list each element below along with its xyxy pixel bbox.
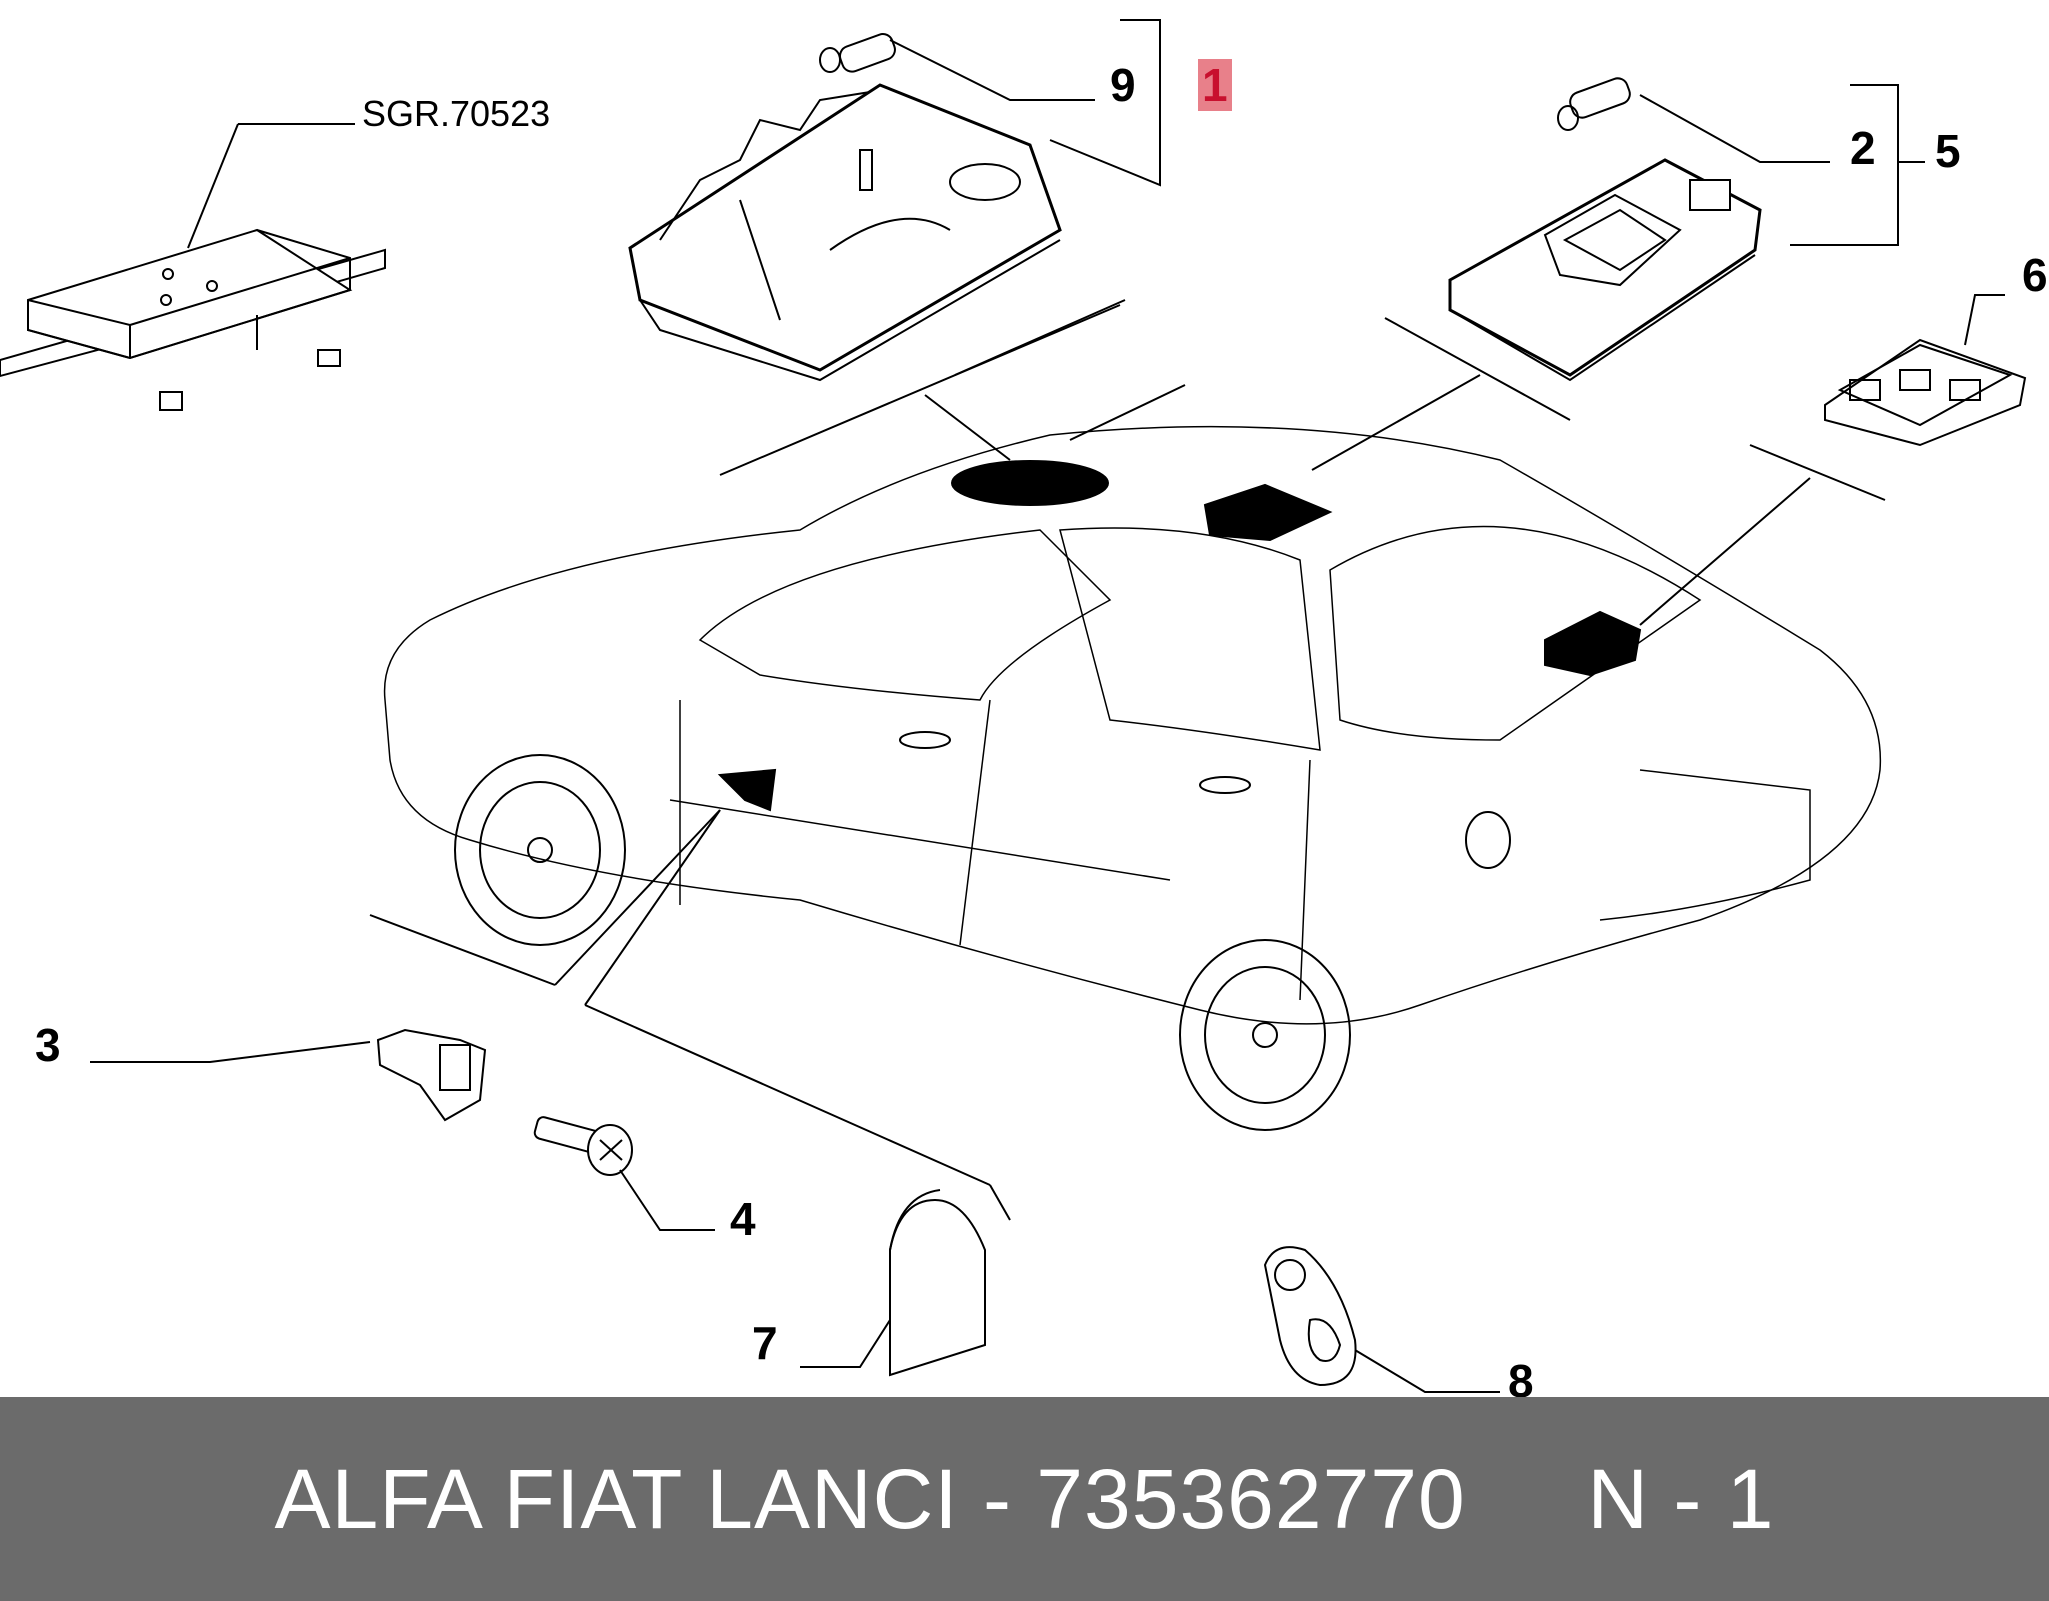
callout-9: 9 [1110, 59, 1136, 111]
leader-lines [369, 299, 1886, 1221]
callout-1: 1 [1198, 59, 1232, 111]
callout-1-highlight: 1 [1198, 59, 1232, 111]
screw-drawing [533, 1116, 715, 1231]
footer-bar: ALFA FIAT LANCI - 735362770 N - 1 [0, 1397, 2049, 1601]
car-drawing [383, 384, 1882, 1131]
callout-4: 4 [730, 1193, 756, 1245]
callout-8: 8 [1508, 1355, 1534, 1407]
door-switch-drawing [90, 1028, 487, 1122]
front-courtesy-lamp-drawing [628, 19, 1161, 382]
callout-2: 2 [1850, 122, 1876, 174]
callout-6: 6 [2022, 249, 2048, 301]
callout-3: 3 [35, 1019, 61, 1071]
callout-7: 7 [752, 1317, 778, 1369]
trim-panel-drawing [800, 1189, 986, 1377]
callout-5: 5 [1935, 125, 1961, 177]
footer-text: ALFA FIAT LANCI - 735362770 N - 1 [274, 1451, 1775, 1546]
rear-courtesy-lamp-drawing [1448, 77, 1925, 382]
parts-diagram: SGR.70523 9 1 2 5 6 3 4 7 8 [0, 19, 2048, 1404]
control-unit-box-drawing [0, 123, 386, 411]
diagram-drawing [0, 19, 2027, 1393]
luggage-lamp-drawing [1824, 294, 2027, 447]
gasket-drawing [1263, 1246, 1500, 1393]
reference-label: SGR.70523 [362, 93, 551, 134]
